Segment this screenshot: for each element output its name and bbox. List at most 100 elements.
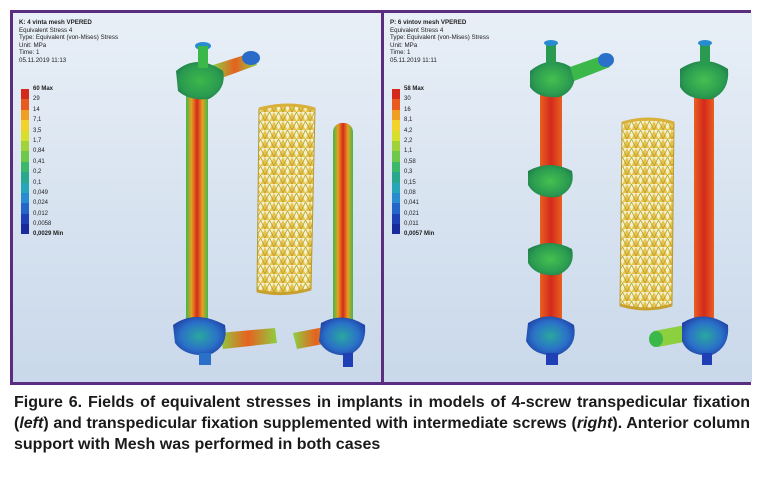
legend-swatch [21, 120, 29, 131]
legend-label: 0,049 [33, 189, 49, 196]
legend-row: 60 Max [21, 86, 81, 100]
legend-label: 30 [404, 96, 411, 103]
legend-swatch [21, 89, 29, 100]
legend-swatch [392, 140, 400, 152]
right-panel: P: 6 vintov mesh VPERED Equivalent Stres… [384, 13, 752, 382]
legend-max-label: 60 Max [33, 86, 54, 92]
legend-row: 0,021 [392, 210, 452, 225]
figure-frame: K: 4 vinta mesh VPERED Equivalent Stress… [10, 10, 752, 385]
legend-swatch [21, 213, 29, 225]
legend-swatch [21, 99, 29, 110]
right-panel-unit: Unit: MPa [390, 41, 418, 49]
caption-left-word: left [19, 415, 44, 432]
legend-swatch [392, 120, 400, 131]
right-panel-date: 05.11.2019 11:11 [390, 56, 437, 64]
legend-swatch [392, 99, 400, 110]
legend-label: 4,2 [404, 127, 413, 134]
right-panel-time: Time: 1 [390, 49, 411, 57]
legend-swatch [21, 130, 29, 141]
legend-label: 0,3 [404, 169, 413, 176]
figure-caption: Figure 6. Fields of equivalent stresses … [14, 392, 750, 455]
legend-swatch [21, 140, 29, 152]
legend-label: 0,012 [33, 210, 49, 217]
legend-swatch [392, 89, 400, 100]
right-panel-result-name: Equivalent Stress 4 [390, 26, 444, 34]
legend-min-label: 0,0057 Min [404, 231, 435, 238]
left-panel-date: 05.11.2019 11:13 [19, 56, 67, 64]
legend-label: 0,1 [33, 179, 42, 186]
legend-label: 0,08 [404, 189, 416, 196]
legend-row: 3,5 [21, 127, 81, 141]
legend-label: 0,0058 [33, 221, 52, 228]
legend-label: 1,1 [404, 148, 413, 155]
caption-right-word: right [576, 415, 613, 432]
legend-label: 0,021 [404, 210, 420, 217]
legend-label: 29 [33, 96, 40, 103]
legend-row: 0,84 [21, 148, 81, 162]
legend-row: 8,1 [392, 117, 452, 131]
legend-row: 0,15 [392, 180, 452, 193]
legend-label: 14 [33, 106, 40, 113]
legend-swatch [392, 161, 400, 173]
legend-label: 1,7 [33, 137, 42, 144]
legend-swatch [392, 192, 400, 204]
left-panel-title: K: 4 vinta mesh VPERED [19, 19, 92, 26]
caption-suffix: ). Anterior column support with Mesh was… [14, 415, 750, 453]
legend-row: 29 [21, 96, 81, 110]
legend-row: 0,041 [392, 200, 452, 214]
legend-row: 0,0058 0,0029 Min [21, 221, 81, 238]
left-panel-header: K: 4 vinta mesh VPERED Equivalent Stress… [19, 19, 118, 65]
legend-label: 7,1 [33, 117, 42, 124]
left-panel-unit: Unit: MPa [19, 41, 47, 49]
caption-prefix: Figure 6. Fields of equivalent stresses … [14, 394, 750, 432]
legend-swatch [392, 130, 400, 141]
legend-max-label: 58 Max [404, 86, 425, 92]
legend-label: 0,011 [404, 221, 419, 228]
right-panel-header: P: 6 vintov mesh VPERED Equivalent Stres… [390, 19, 489, 65]
left-panel-result-type: Type: Equivalent (von-Mises) Stress [19, 34, 119, 42]
legend-row: 1,7 [21, 137, 81, 152]
legend-row: 0,2 [21, 169, 81, 183]
legend-row: 0,024 [21, 200, 81, 214]
legend-label: 2,2 [404, 137, 413, 144]
right-implant-model [526, 40, 729, 365]
legend-swatch [21, 182, 29, 193]
legend-row: 1,1 [392, 148, 452, 162]
legend-row: 0,1 [21, 179, 81, 193]
legend-row: 0,3 [392, 169, 452, 183]
legend-swatch [392, 203, 400, 214]
legend-swatch [21, 192, 29, 204]
legend-row: 7,1 [21, 117, 81, 131]
legend-swatch [21, 151, 29, 162]
left-panel-result-name: Equivalent Stress 4 [19, 26, 73, 34]
legend-swatch [21, 161, 29, 173]
legend-swatch [392, 213, 400, 225]
left-panel-time: Time: 1 [19, 49, 40, 57]
legend-label: 0,2 [33, 169, 42, 176]
legend-row: 30 [392, 96, 452, 110]
left-panel: K: 4 vinta mesh VPERED Equivalent Stress… [13, 13, 381, 382]
legend-label: 0,41 [33, 158, 45, 165]
legend-label: 8,1 [404, 117, 413, 124]
right-panel-result-type: Type: Equivalent (von-Mises) Stress [390, 34, 490, 42]
legend-swatch [21, 224, 29, 235]
caption-middle: ) and transpedicular fixation supplement… [43, 415, 577, 432]
legend-label: 16 [404, 106, 411, 113]
legend-row: 14 [21, 106, 81, 121]
legend-swatch [392, 109, 400, 121]
legend-swatch [392, 151, 400, 162]
legend-label: 3,5 [33, 127, 42, 134]
legend-row: 16 [392, 106, 452, 121]
right-panel-title: P: 6 vintov mesh VPERED [390, 19, 467, 26]
legend-row: 0,58 [392, 159, 452, 173]
legend-min-label: 0,0029 Min [33, 231, 64, 238]
left-implant-model [173, 42, 366, 367]
legend-swatch [21, 203, 29, 214]
legend-row: 4,2 [392, 127, 452, 141]
legend-swatch [392, 172, 400, 183]
legend-swatch [392, 224, 400, 235]
legend-row: 0,012 [21, 210, 81, 225]
legend-row: 0,011 0,0057 Min [392, 221, 452, 238]
